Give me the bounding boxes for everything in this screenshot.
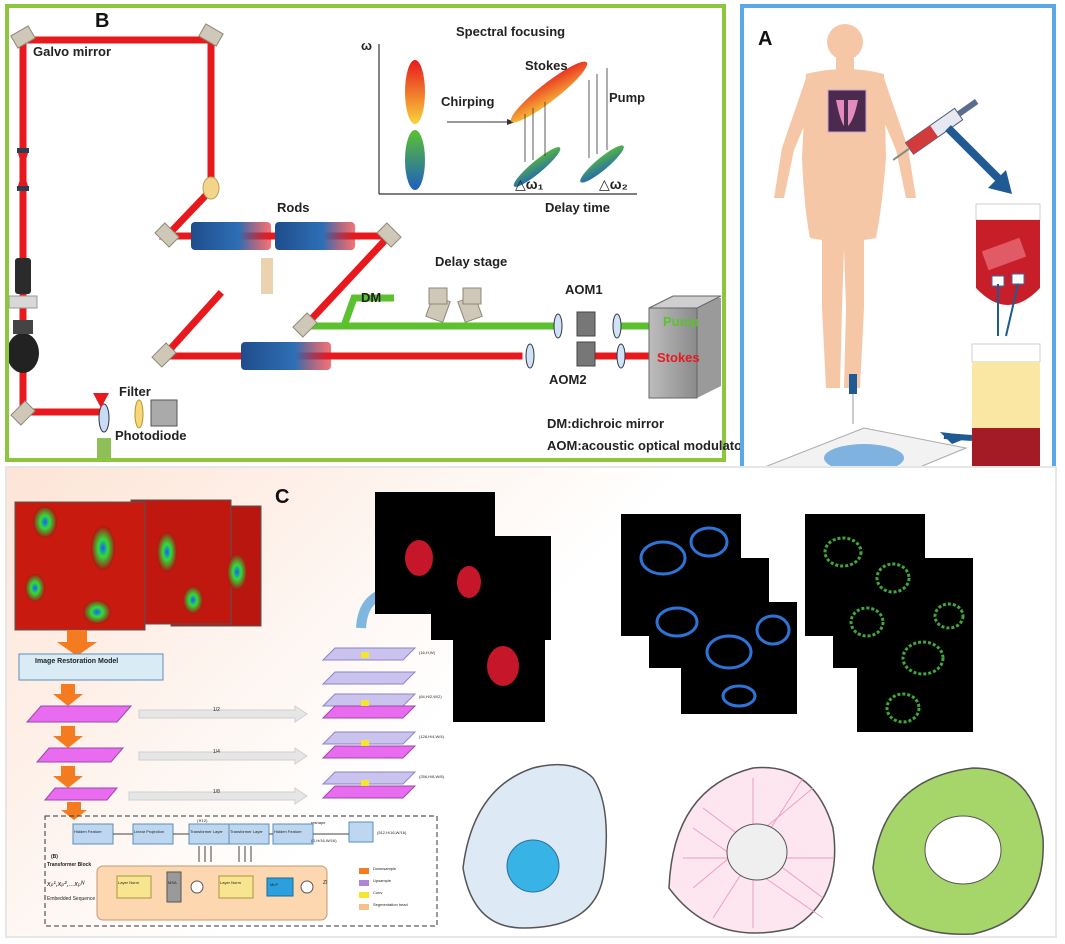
model-box-label: Image Restoration Model xyxy=(35,658,119,665)
syringe-icon xyxy=(892,98,979,161)
network-architecture xyxy=(18,630,438,927)
skip-connection-arrows xyxy=(128,705,308,805)
decoder-dim-label-6: (D,H/16,W/16) xyxy=(311,838,337,843)
tb-box-label-1: Hidden Feature xyxy=(74,829,102,834)
rods xyxy=(191,222,355,370)
encoder-feature-maps xyxy=(25,684,133,820)
block-tag-label: (B) xyxy=(51,854,58,860)
dm-label: DM xyxy=(361,290,382,305)
rods-label: Rods xyxy=(277,200,310,215)
aom2-label: AOM2 xyxy=(549,372,587,387)
tb-box-label-3: Transformer Layer xyxy=(190,829,223,834)
galvo-mirror-label: Galvo mirror xyxy=(33,44,112,59)
microscope-objective xyxy=(9,258,39,373)
panel-a-sample-prep: A xyxy=(740,4,1056,514)
reshape-label: reshape xyxy=(311,820,326,825)
srs-input-image-stack xyxy=(14,499,262,631)
focus-lenses xyxy=(17,148,29,191)
panel-letter-a: A xyxy=(758,28,773,50)
pump-inset-label: Pump xyxy=(609,90,646,105)
spectral-x-axis-label: Delay time xyxy=(545,200,611,215)
scale-label-eighth: 1/8 xyxy=(213,789,220,795)
legend-markers xyxy=(359,868,369,910)
spectral-focusing-inset xyxy=(378,44,637,195)
chirping-label: Chirping xyxy=(441,94,495,109)
chirped-stokes-pulse-2 xyxy=(580,145,624,183)
legend-aom-text: AOM:acoustic optical modulator xyxy=(547,438,748,453)
delay-stage-label: Delay stage xyxy=(435,254,508,269)
panel-b-srs-setup: B xyxy=(5,4,747,462)
scale-label-half: 1/2 xyxy=(213,707,220,713)
delta-omega1-label: △ω₁ xyxy=(515,176,544,192)
nucleus-segmentation-stack xyxy=(375,492,551,722)
sample-prep-illustration xyxy=(760,24,1041,491)
dichroic-mirror xyxy=(261,258,273,294)
transformer-block-frame xyxy=(44,815,438,927)
chirped-stokes-pulse-1 xyxy=(513,147,561,187)
transformer-sequence-boxes xyxy=(72,821,374,845)
image-restoration-model-box xyxy=(18,653,164,681)
decoder-dim-label-1: (16,H,W) xyxy=(419,650,435,655)
aom-lenses xyxy=(525,313,626,369)
pump-box-label: Pump xyxy=(663,314,700,329)
mirrors xyxy=(10,23,483,426)
embedded-sequence-label: Embedded Sequence xyxy=(47,896,96,902)
photodiode-box xyxy=(150,399,178,427)
scale-label-quarter: 1/4 xyxy=(213,749,220,755)
panel-c-deep-learning: C xyxy=(5,466,1057,938)
msa-label: MSA xyxy=(168,880,177,885)
panel-letter-b: B xyxy=(95,10,110,32)
cell-schematics xyxy=(462,763,1044,935)
layer-norm-2-label: Layer Norm xyxy=(220,880,241,885)
aom1-label: AOM1 xyxy=(565,282,603,297)
tb-box-label-5: Hidden Feature xyxy=(274,829,302,834)
lung-image xyxy=(827,89,867,133)
zl-label: Zl xyxy=(323,880,328,886)
embedded-sequence-formula: xₚ¹,xₚ²,...xₚᴺ xyxy=(47,881,85,888)
photodiode-label: Photodiode xyxy=(115,428,187,443)
mitochondria-segmentation-stack xyxy=(805,514,973,732)
blood-tube-lung-tissue xyxy=(975,203,1041,337)
stokes-pulse-unchirped xyxy=(405,130,425,190)
layer-norm-1-label: Layer Norm xyxy=(118,880,139,885)
decoder-dim-label-2: (64,H/2,W/2) xyxy=(419,694,442,699)
decoder-feature-maps xyxy=(321,647,417,799)
legend-conv: Conv xyxy=(373,890,383,895)
spectral-y-axis-label: ω xyxy=(361,38,372,53)
aom-blocks xyxy=(576,311,596,367)
legend-downsample: Downsample xyxy=(373,866,397,871)
pump-pulse-unchirped xyxy=(405,60,425,124)
filter-label: Filter xyxy=(119,384,151,399)
stokes-inset-label: Stokes xyxy=(525,58,568,73)
delta-omega2-label: △ω₂ xyxy=(599,176,628,192)
stokes-box-label: Stokes xyxy=(657,350,700,365)
transformer-block-title: Transformer Block xyxy=(47,862,92,868)
panel-letter-c: C xyxy=(275,486,290,508)
decoder-dim-label-5: (512,H/16,W/16) xyxy=(377,830,407,835)
tb-box-label-4: Transformer Layer xyxy=(230,829,263,834)
laser-source-box xyxy=(648,295,722,399)
filter-element xyxy=(134,399,144,429)
chirped-pump-pulse xyxy=(510,61,588,123)
layer-repeat-label: (✕12) xyxy=(197,818,208,823)
setup-diagram xyxy=(9,23,722,458)
decoder-dim-label-4: (256,H/8,W/8) xyxy=(419,774,444,779)
legend-dm-text: DM:dichroic mirror xyxy=(547,416,665,431)
human-body-figure xyxy=(774,24,916,388)
tb-box-label-2: Linear Projection xyxy=(134,829,165,834)
mlp-label: MLP xyxy=(270,882,279,887)
legend-segmentation-head: Segmentation head xyxy=(373,902,408,907)
decoder-dim-label-3: (128,H/4,W/4) xyxy=(419,734,444,739)
legend-upsample: Upsample xyxy=(373,878,392,883)
membrane-segmentation-stack xyxy=(621,514,797,714)
spectral-title: Spectral focusing xyxy=(456,24,566,39)
